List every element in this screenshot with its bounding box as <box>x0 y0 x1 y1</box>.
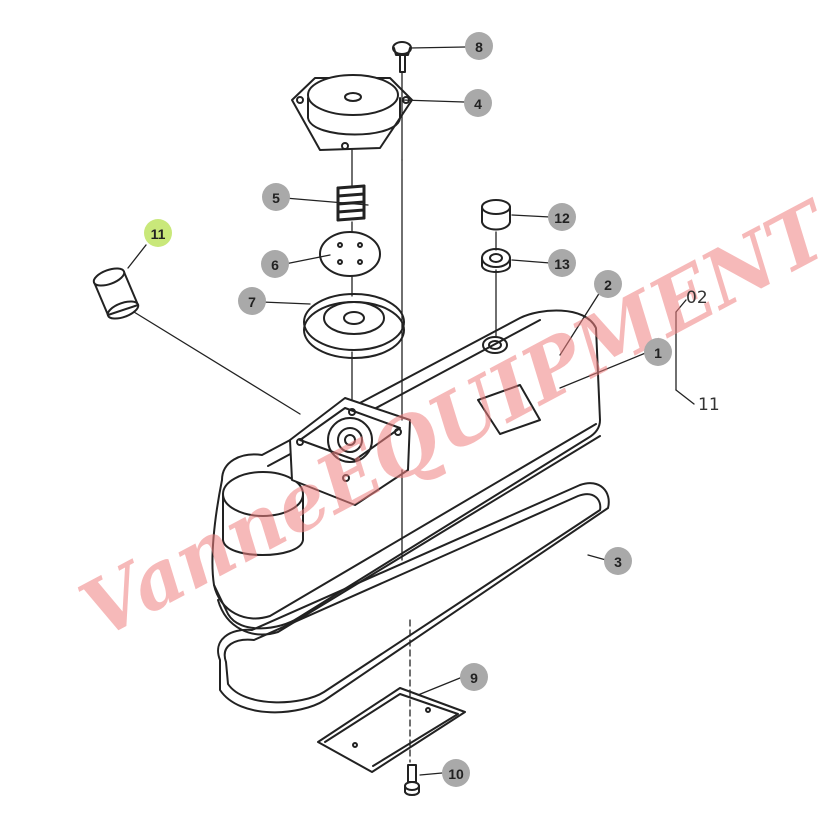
callout-number: 2 <box>604 277 612 293</box>
callout-bubble <box>442 759 470 787</box>
callout-4: 4 <box>464 89 492 117</box>
callout-number: 3 <box>614 554 622 570</box>
dowel-pipe <box>92 267 140 320</box>
callout-number: 12 <box>554 210 570 226</box>
callout-bubble <box>604 547 632 575</box>
callout-bubble <box>548 203 576 231</box>
callout-9: 9 <box>460 663 488 691</box>
callout-bubble <box>262 183 290 211</box>
callout-number: 5 <box>272 190 280 206</box>
callout-bubble <box>594 270 622 298</box>
shield-plate <box>317 687 466 773</box>
callout-number: 7 <box>248 294 256 310</box>
part-drawings <box>92 41 695 796</box>
breather-housing <box>289 397 411 506</box>
callout-number: 8 <box>475 39 483 55</box>
callout-7: 7 <box>238 287 266 315</box>
callout-bubble <box>238 287 266 315</box>
side-ref-11: 11 <box>698 395 720 415</box>
assembly-lines <box>133 71 497 763</box>
seal-ring <box>481 248 511 273</box>
diaphragm <box>319 231 381 277</box>
callout-1: 1 <box>644 338 672 366</box>
callout-bubble <box>465 32 493 60</box>
callout-number: 6 <box>271 257 279 273</box>
callout-bubble <box>548 249 576 277</box>
callout-3: 3 <box>604 547 632 575</box>
callout-8: 8 <box>465 32 493 60</box>
callout-6: 6 <box>261 250 289 278</box>
callout-bubble <box>464 89 492 117</box>
callout-5: 5 <box>262 183 290 211</box>
callout-bubble <box>460 663 488 691</box>
callout-bubble <box>644 338 672 366</box>
callout-2: 2 <box>594 270 622 298</box>
gasket <box>217 482 610 714</box>
callout-number: 1 <box>654 345 662 361</box>
callout-number: 10 <box>448 766 464 782</box>
breather-cap <box>291 74 413 151</box>
callout-number: 11 <box>151 226 166 242</box>
callout-number: 13 <box>554 256 570 272</box>
callout-number: 9 <box>470 670 478 686</box>
callout-11: 11 <box>144 219 172 247</box>
callout-13: 13 <box>548 249 576 277</box>
plug-cap <box>481 199 511 231</box>
side-ref-lines <box>675 299 695 405</box>
callout-bubble <box>261 250 289 278</box>
callout-bubble <box>144 219 172 247</box>
callout-12: 12 <box>548 203 576 231</box>
screw-top <box>392 41 412 73</box>
leader-lines <box>127 46 649 776</box>
bolt-bottom <box>404 764 420 796</box>
watermark: VanneEQUIPMENT <box>66 183 825 657</box>
watermark-text: VanneEQUIPMENT <box>66 183 825 657</box>
callout-10: 10 <box>442 759 470 787</box>
side-ref-02: 02 <box>686 288 708 308</box>
callout-number: 4 <box>474 96 482 112</box>
valve-plate <box>303 293 405 359</box>
